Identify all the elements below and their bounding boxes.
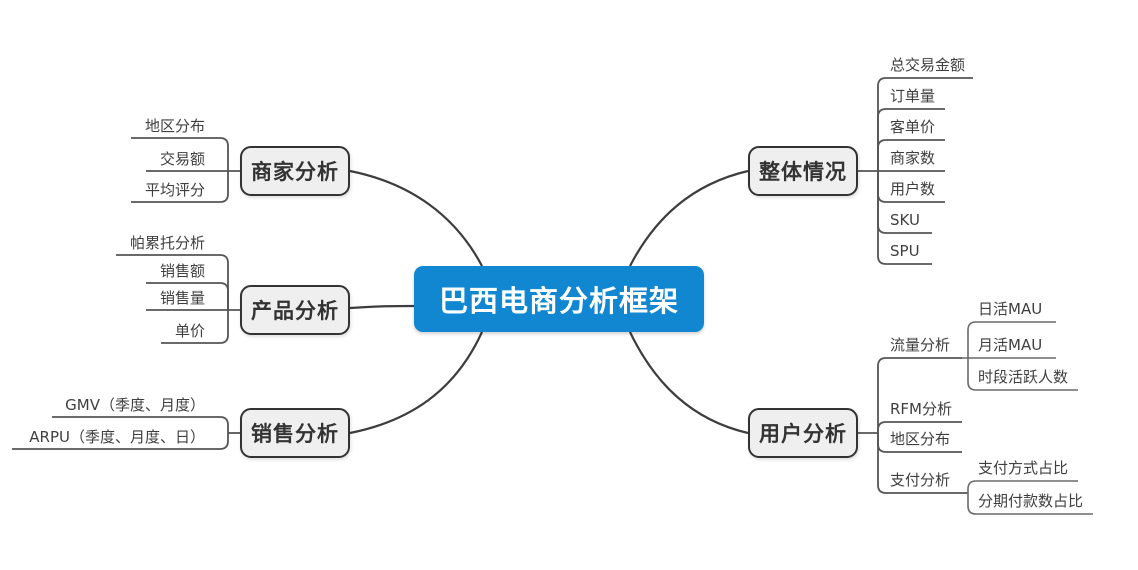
traffic-analysis-connectors [962,321,1078,391]
topic-sales-amount[interactable]: 销售额 [159,262,205,280]
topic-avg-order-value[interactable]: 客单价 [890,118,936,136]
topic-payment-analysis[interactable]: 支付分析 [890,471,951,489]
topic-average-rating[interactable]: 平均评分 [144,181,205,199]
topic-spu[interactable]: SPU [890,242,920,260]
branch-sales-analysis[interactable]: 销售分析 [240,408,350,458]
topic-merchant-count[interactable]: 商家数 [890,149,936,167]
overall-situation-connectors [858,77,973,265]
branch-user-analysis[interactable]: 用户分析 [748,408,858,458]
topic-user-count[interactable]: 用户数 [890,180,936,198]
topic-sales-volume[interactable]: 销售量 [159,289,205,307]
user-analysis-connectors [858,357,968,494]
topic-region-distribution[interactable]: 地区分布 [144,117,205,135]
topic-monthly-active-mau[interactable]: 月活MAU [978,336,1043,354]
branch-product-analysis[interactable]: 产品分析 [240,285,350,335]
topic-pareto-analysis[interactable]: 帕累托分析 [129,234,205,252]
topic-rfm-analysis[interactable]: RFM分析 [890,400,952,418]
topic-payment-method-share[interactable]: 支付方式占比 [978,459,1069,477]
topic-sku[interactable]: SKU [890,211,920,229]
topic-active-users-by-period[interactable]: 时段活跃人数 [978,368,1069,386]
branch-overall-situation[interactable]: 整体情况 [748,146,858,196]
topic-unit-price[interactable]: 单价 [174,322,205,340]
topic-total-transaction-amount[interactable]: 总交易金额 [890,56,966,74]
branch-merchant-analysis[interactable]: 商家分析 [240,146,350,196]
sales-analysis-connectors [12,416,240,450]
root-branch-curves [349,169,749,435]
topic-traffic-analysis[interactable]: 流量分析 [890,336,951,354]
topic-user-region-distribution[interactable]: 地区分布 [890,430,951,448]
topic-daily-active-mau[interactable]: 日活MAU [978,300,1043,318]
topic-arpu[interactable]: ARPU（季度、月度、日） [29,428,205,446]
topic-transaction-amount[interactable]: 交易额 [159,150,205,168]
topic-installment-count-share[interactable]: 分期付款数占比 [978,492,1084,510]
topic-order-volume[interactable]: 订单量 [890,87,936,105]
root-topic[interactable]: 巴西电商分析框架 [414,266,704,332]
payment-analysis-connectors [967,480,1093,515]
merchant-analysis-connectors [131,137,240,203]
topic-gmv[interactable]: GMV（季度、月度） [65,396,205,414]
product-analysis-connectors [116,254,240,344]
